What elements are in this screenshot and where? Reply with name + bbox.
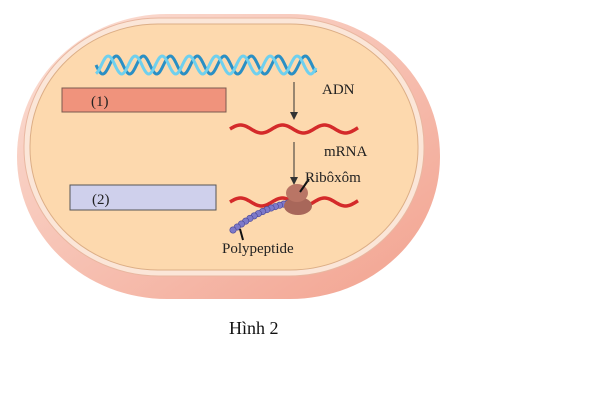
box-1-label: (1)	[91, 94, 109, 110]
box-2-label: (2)	[92, 192, 110, 208]
cell	[17, 14, 440, 299]
blank-box-2: (2)	[69, 184, 217, 211]
polypeptide-label: Polypeptide	[222, 241, 294, 257]
mrna-label: mRNA	[324, 144, 368, 160]
dna-label: ADN	[322, 82, 355, 98]
ribosome-pointer	[299, 178, 310, 193]
ribosome-label: Ribôxôm	[305, 170, 361, 186]
blank-box-1: (1)	[61, 87, 227, 113]
arrow-transcription	[290, 82, 298, 120]
mrna-strand	[229, 123, 359, 135]
amino-acid-bead	[229, 226, 237, 234]
figure-caption: Hình 2	[229, 318, 279, 338]
arrow-translation	[290, 142, 298, 185]
polypeptide-pointer	[239, 228, 244, 241]
dna-helix	[94, 54, 318, 76]
